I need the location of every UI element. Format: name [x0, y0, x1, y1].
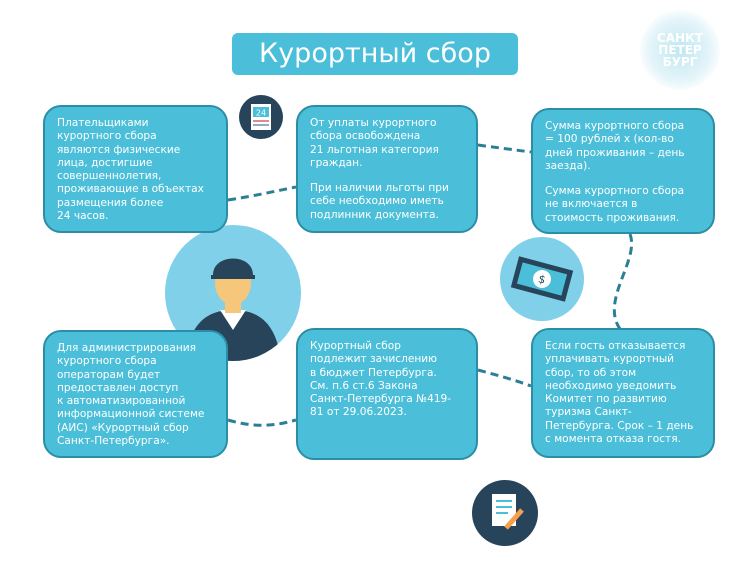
connector-1-2	[227, 185, 297, 202]
banknote-icon: $	[500, 237, 584, 321]
document-pen-icon	[472, 480, 538, 546]
box-text: Если гость отказывается уплачивать курор…	[545, 340, 694, 446]
page-title: Курортный сбор	[232, 33, 518, 75]
box-text: При наличии льготы при себе необходимо и…	[310, 182, 449, 221]
connector-5-6	[477, 368, 532, 388]
box-text: Курортный сбор подлежит зачислению в бюд…	[310, 340, 452, 419]
connector-4-5	[227, 418, 297, 427]
info-box-refusal: Если гость отказывается уплачивать курор…	[531, 328, 715, 458]
person-icon	[165, 225, 301, 361]
info-box-amount: Сумма курортного сбора = 100 рублей х (к…	[531, 108, 715, 234]
info-box-exemptions: От уплаты курортного сбора освобождена 2…	[296, 105, 478, 233]
box-text: Для администрирования курортного сбора о…	[57, 342, 205, 448]
connector-2-3	[477, 143, 532, 154]
box-text: Сумма курортного сбора = 100 рублей х (к…	[545, 120, 685, 172]
box-text: Сумма курортного сбора не включается в с…	[545, 185, 685, 224]
box-text: От уплаты курортного сбора освобождена 2…	[310, 117, 439, 169]
spb-logo: САНКТ ПЕТЕР БУРГ	[640, 10, 720, 90]
box-text: Плательщиками курортного сбора являются …	[57, 117, 204, 223]
svg-text:$: $	[537, 272, 547, 286]
calendar-number: 24	[256, 109, 266, 118]
info-box-budget: Курортный сбор подлежит зачислению в бюд…	[296, 328, 478, 460]
calendar-icon: 24	[239, 95, 283, 139]
info-box-payers: Плательщиками курортного сбора являются …	[43, 105, 228, 233]
info-box-ais: Для администрирования курортного сбора о…	[43, 330, 228, 458]
connector-3-6	[612, 233, 634, 330]
